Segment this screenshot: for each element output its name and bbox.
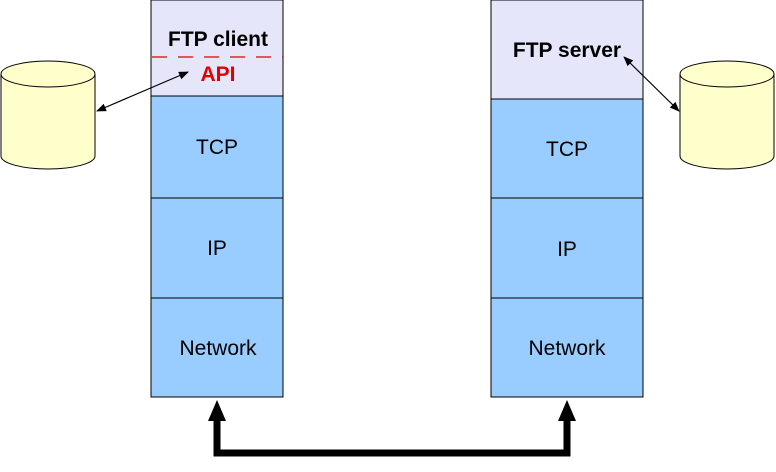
client-database-cylinder-icon bbox=[0, 60, 96, 170]
network-connection-arrow bbox=[208, 400, 576, 457]
server-app-label: FTP server bbox=[513, 39, 621, 62]
server-ip-label: IP bbox=[557, 238, 577, 261]
client-tcp-label: TCP bbox=[196, 136, 238, 159]
client-ip-label: IP bbox=[207, 237, 227, 260]
server-network-label: Network bbox=[528, 337, 606, 360]
server-app-layer bbox=[490, 0, 644, 100]
client-app-label: FTP client bbox=[168, 28, 268, 51]
client-tcp-layer bbox=[150, 95, 284, 199]
client-ip-layer bbox=[150, 197, 284, 299]
server-database-cylinder-icon bbox=[679, 60, 775, 170]
api-label: API bbox=[200, 63, 235, 86]
server-tcp-label: TCP bbox=[546, 138, 588, 161]
server-stack: FTP server TCP IP Network bbox=[490, 0, 644, 398]
server-network-layer bbox=[490, 297, 644, 398]
client-disk-api-arrow bbox=[96, 71, 189, 112]
server-disk-app-arrow bbox=[623, 56, 680, 112]
client-network-layer bbox=[150, 297, 284, 398]
client-stack: FTP client API TCP IP Network bbox=[150, 0, 284, 398]
client-network-label: Network bbox=[179, 337, 257, 360]
server-tcp-layer bbox=[490, 98, 644, 199]
